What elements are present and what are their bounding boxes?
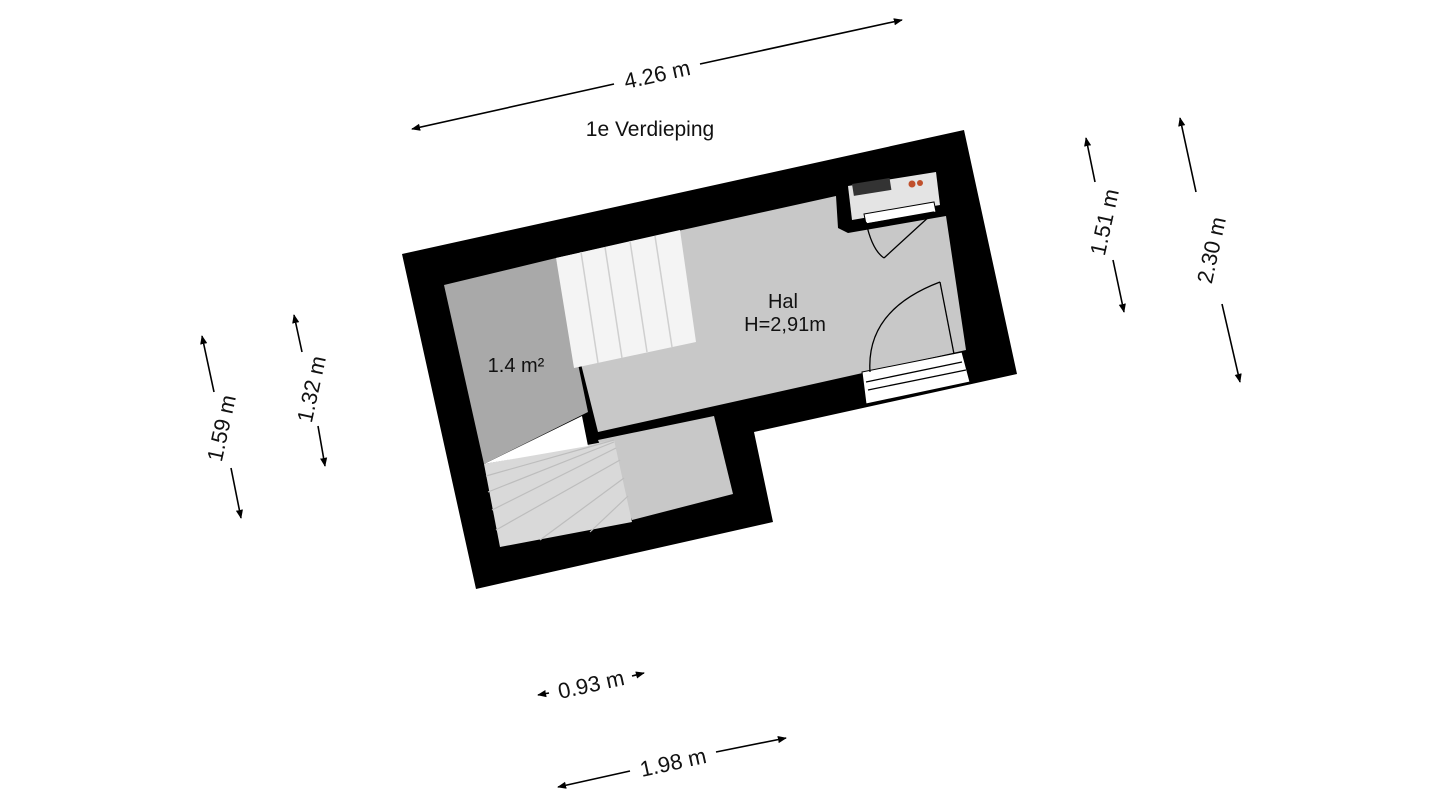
stair-treads (580, 235, 673, 364)
dimension-top-width: 4.26 m (411, 18, 903, 131)
doors (861, 201, 971, 405)
storage-floor (444, 258, 588, 464)
lower-landing (598, 416, 733, 520)
winding-stair-lines (485, 439, 629, 541)
dimension-left-outer-label: 1.59 m (202, 393, 241, 464)
cooktop-icon (851, 178, 892, 196)
dimension-bottom-small-label: 0.93 m (556, 665, 627, 704)
floor-name: 1e Verdieping (586, 118, 714, 141)
dimension-right-inner: 1.51 m (1084, 137, 1126, 313)
dimension-bottom-small: 0.93 m (537, 665, 645, 704)
dimension-bottom-large: 1.98 m (557, 736, 787, 789)
stair-gap (484, 416, 588, 464)
straight-stair (556, 230, 696, 368)
dimension-right-inner-label: 1.51 m (1085, 187, 1124, 258)
tap-icon-2 (917, 180, 923, 186)
dimension-left-inner-label: 1.32 m (292, 354, 331, 425)
dimension-bottom-large-label: 1.98 m (638, 743, 709, 782)
storage-area: 1.4 m² (488, 355, 545, 377)
dimension-left-outer: 1.59 m (200, 335, 243, 519)
hal-name: Hal (768, 291, 798, 313)
dimension-right-outer: 2.30 m (1178, 117, 1242, 383)
hal-height: H=2,91m (744, 314, 826, 336)
interior (444, 172, 966, 547)
dimension-right-outer-label: 2.30 m (1192, 215, 1231, 286)
tap-icon (908, 180, 916, 188)
dimension-left-inner: 1.32 m (292, 314, 331, 467)
dimension-top-width-label: 4.26 m (622, 55, 693, 94)
